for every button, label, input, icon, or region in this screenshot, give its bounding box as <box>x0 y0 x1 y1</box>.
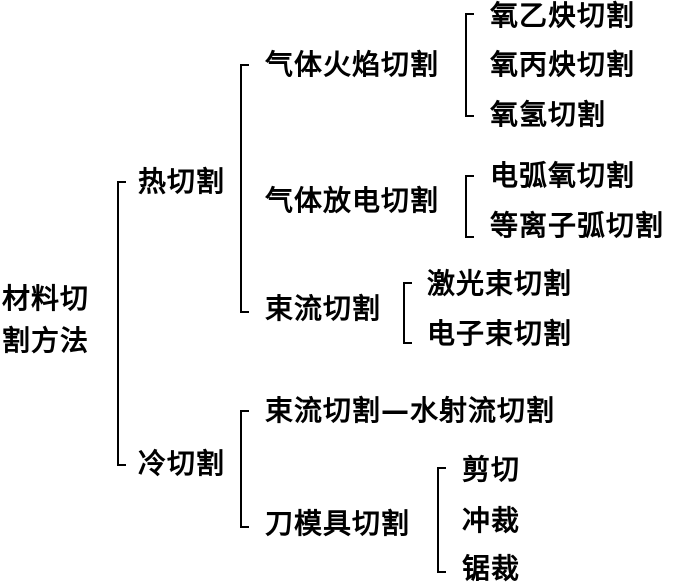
beam-cutting-node: 束流切割 <box>265 292 382 325</box>
tooling-item: 剪切 <box>462 453 521 486</box>
tooling-item: 锯裁 <box>462 552 521 585</box>
tooling-item: 冲裁 <box>462 504 521 537</box>
gas-flame-cutting-node: 气体火焰切割 <box>265 48 440 81</box>
hot-cutting-node: 热切割 <box>138 165 226 198</box>
hot-bracket <box>240 64 249 313</box>
root-label-line-2: 割方法 <box>2 324 90 357</box>
gas-discharge-item: 等离子弧切割 <box>490 209 665 242</box>
gas-flame-bracket <box>465 13 474 117</box>
gas-discharge-item: 电弧氧切割 <box>490 159 636 192</box>
root-bracket <box>117 181 126 466</box>
water-jet-cutting-node: 束流切割—水射流切割 <box>265 394 556 427</box>
cold-cutting-node: 冷切割 <box>138 447 226 480</box>
beam-bracket <box>403 282 412 344</box>
gas-flame-item: 氧丙炔切割 <box>490 48 636 81</box>
root-label-line-1: 材料切 <box>2 282 90 315</box>
beam-item: 电子束切割 <box>427 317 573 350</box>
tooling-cutting-node: 刀模具切割 <box>265 507 411 540</box>
cold-bracket <box>240 410 249 528</box>
beam-item: 激光束切割 <box>427 267 573 300</box>
gas-flame-item: 氧氢切割 <box>490 98 607 131</box>
gas-flame-item: 氧乙炔切割 <box>490 0 636 32</box>
root-node: 材料切 割方法 <box>2 278 89 362</box>
gas-discharge-bracket <box>465 175 474 238</box>
tooling-bracket <box>437 467 446 573</box>
gas-discharge-cutting-node: 气体放电切割 <box>265 184 440 217</box>
